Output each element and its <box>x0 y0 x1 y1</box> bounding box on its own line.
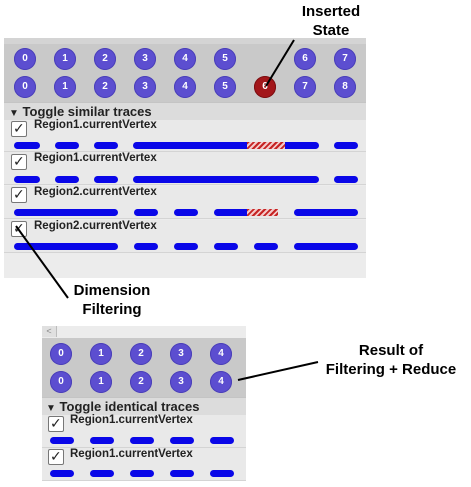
state-circle[interactable]: 1 <box>54 76 76 98</box>
trace-segment <box>134 243 158 250</box>
trace-segment <box>294 243 358 250</box>
trace-segment <box>14 209 118 216</box>
result-annotation: Result of Filtering + Reduce <box>318 341 464 379</box>
state-circle[interactable]: 4 <box>174 48 196 70</box>
state-circle[interactable]: 2 <box>94 48 116 70</box>
state-circle[interactable]: 0 <box>14 48 36 70</box>
annotation-line: Inserted <box>301 3 361 20</box>
state-circle[interactable]: 1 <box>90 343 112 365</box>
trace-segment <box>14 243 118 250</box>
state-circle[interactable]: 0 <box>50 371 72 393</box>
state-circle[interactable]: 5 <box>214 76 236 98</box>
inserted-state-annotation: Inserted State <box>295 2 367 40</box>
trace-segment <box>133 142 247 149</box>
trace-label: Region1.currentVertex <box>70 414 193 426</box>
state-circle[interactable]: 4 <box>210 343 232 365</box>
trace-segment <box>170 470 194 477</box>
trace-segment <box>50 437 74 444</box>
section-title: Toggle identical traces <box>59 399 200 414</box>
trace-segment <box>55 176 79 183</box>
collapse-triangle-icon: ▼ <box>46 403 56 414</box>
trace-segment <box>94 176 118 183</box>
trace-label: Region1.currentVertex <box>70 448 193 460</box>
collapse-triangle-icon: ▼ <box>9 108 19 119</box>
state-circle[interactable]: 8 <box>334 76 356 98</box>
trace-segment <box>174 243 198 250</box>
check-icon: ✓ <box>50 415 62 431</box>
state-circle[interactable]: 1 <box>54 48 76 70</box>
annotation-line: Filtering <box>82 301 142 318</box>
state-circle[interactable]: 2 <box>94 76 116 98</box>
state-circle[interactable]: 5 <box>214 48 236 70</box>
trace-segment <box>334 142 358 149</box>
check-icon: ✓ <box>50 448 62 464</box>
trace-segment <box>210 470 234 477</box>
trace-segment <box>334 176 358 183</box>
state-circle[interactable]: 3 <box>134 48 156 70</box>
state-circle[interactable]: 6 <box>294 48 316 70</box>
check-icon: ✓ <box>13 153 25 169</box>
state-circle[interactable]: 3 <box>170 371 192 393</box>
state-circle[interactable]: 4 <box>210 371 232 393</box>
hatched-difference-segment <box>247 209 278 216</box>
trace-segment <box>174 209 198 216</box>
hatched-difference-segment <box>247 142 285 149</box>
annotation-line: Result of <box>358 342 424 359</box>
trace-segment <box>55 142 79 149</box>
trace-checkbox[interactable]: ✓ <box>11 186 27 203</box>
annotation-line: Dimension <box>73 282 151 299</box>
trace-segment <box>254 243 278 250</box>
state-circle[interactable]: 3 <box>170 343 192 365</box>
state-circle[interactable]: 0 <box>50 343 72 365</box>
toggle-identical-traces-header[interactable]: ▼ Toggle identical traces <box>42 397 246 415</box>
check-icon: ✓ <box>13 120 25 136</box>
trace-segment <box>90 470 114 477</box>
trace-segment <box>130 470 154 477</box>
trace-segment <box>94 142 118 149</box>
state-circle[interactable]: 3 <box>134 76 156 98</box>
annotation-line: State <box>312 22 350 39</box>
check-icon: ✓ <box>13 186 25 202</box>
trace-label: Region1.currentVertex <box>34 152 157 164</box>
trace-checkbox[interactable]: ✓ <box>48 415 64 432</box>
state-circle[interactable]: 2 <box>130 371 152 393</box>
trace-segment <box>133 176 319 183</box>
check-icon: ✓ <box>13 220 25 236</box>
dimension-filtering-annotation: Dimension Filtering <box>62 281 162 319</box>
state-circle[interactable]: 0 <box>14 76 36 98</box>
section-title: Toggle similar traces <box>22 104 152 119</box>
trace-segment <box>14 176 40 183</box>
result-pointer <box>237 361 319 381</box>
trace-label: Region1.currentVertex <box>34 119 157 131</box>
state-circle[interactable]: 7 <box>294 76 316 98</box>
trace-label: Region2.currentVertex <box>34 186 157 198</box>
trace-segment <box>285 142 319 149</box>
trace-checkbox[interactable]: ✓ <box>11 120 27 137</box>
trace-segment <box>210 437 234 444</box>
trace-label: Region2.currentVertex <box>34 220 157 232</box>
state-circle[interactable]: 7 <box>334 48 356 70</box>
state-circle[interactable]: 1 <box>90 371 112 393</box>
trace-segment <box>170 437 194 444</box>
trace-checkbox[interactable]: ✓ <box>11 153 27 170</box>
trace-segment <box>134 209 158 216</box>
inserted-state-circle[interactable]: 6 <box>254 76 276 98</box>
state-circle[interactable]: 2 <box>130 343 152 365</box>
trace-segment <box>14 142 40 149</box>
scroll-left-button[interactable]: < <box>42 326 57 337</box>
trace-segment <box>214 209 247 216</box>
annotation-line: Filtering + Reduce <box>325 361 457 378</box>
trace-segment <box>214 243 238 250</box>
trace-segment <box>294 209 358 216</box>
toggle-similar-traces-header[interactable]: ▼ Toggle similar traces <box>4 102 366 120</box>
trace-segment <box>50 470 74 477</box>
trace-segment <box>130 437 154 444</box>
trace-segment <box>90 437 114 444</box>
trace-checkbox[interactable]: ✓ <box>48 448 64 465</box>
state-circle[interactable]: 4 <box>174 76 196 98</box>
trace-checkbox[interactable]: ✓ <box>11 220 27 237</box>
